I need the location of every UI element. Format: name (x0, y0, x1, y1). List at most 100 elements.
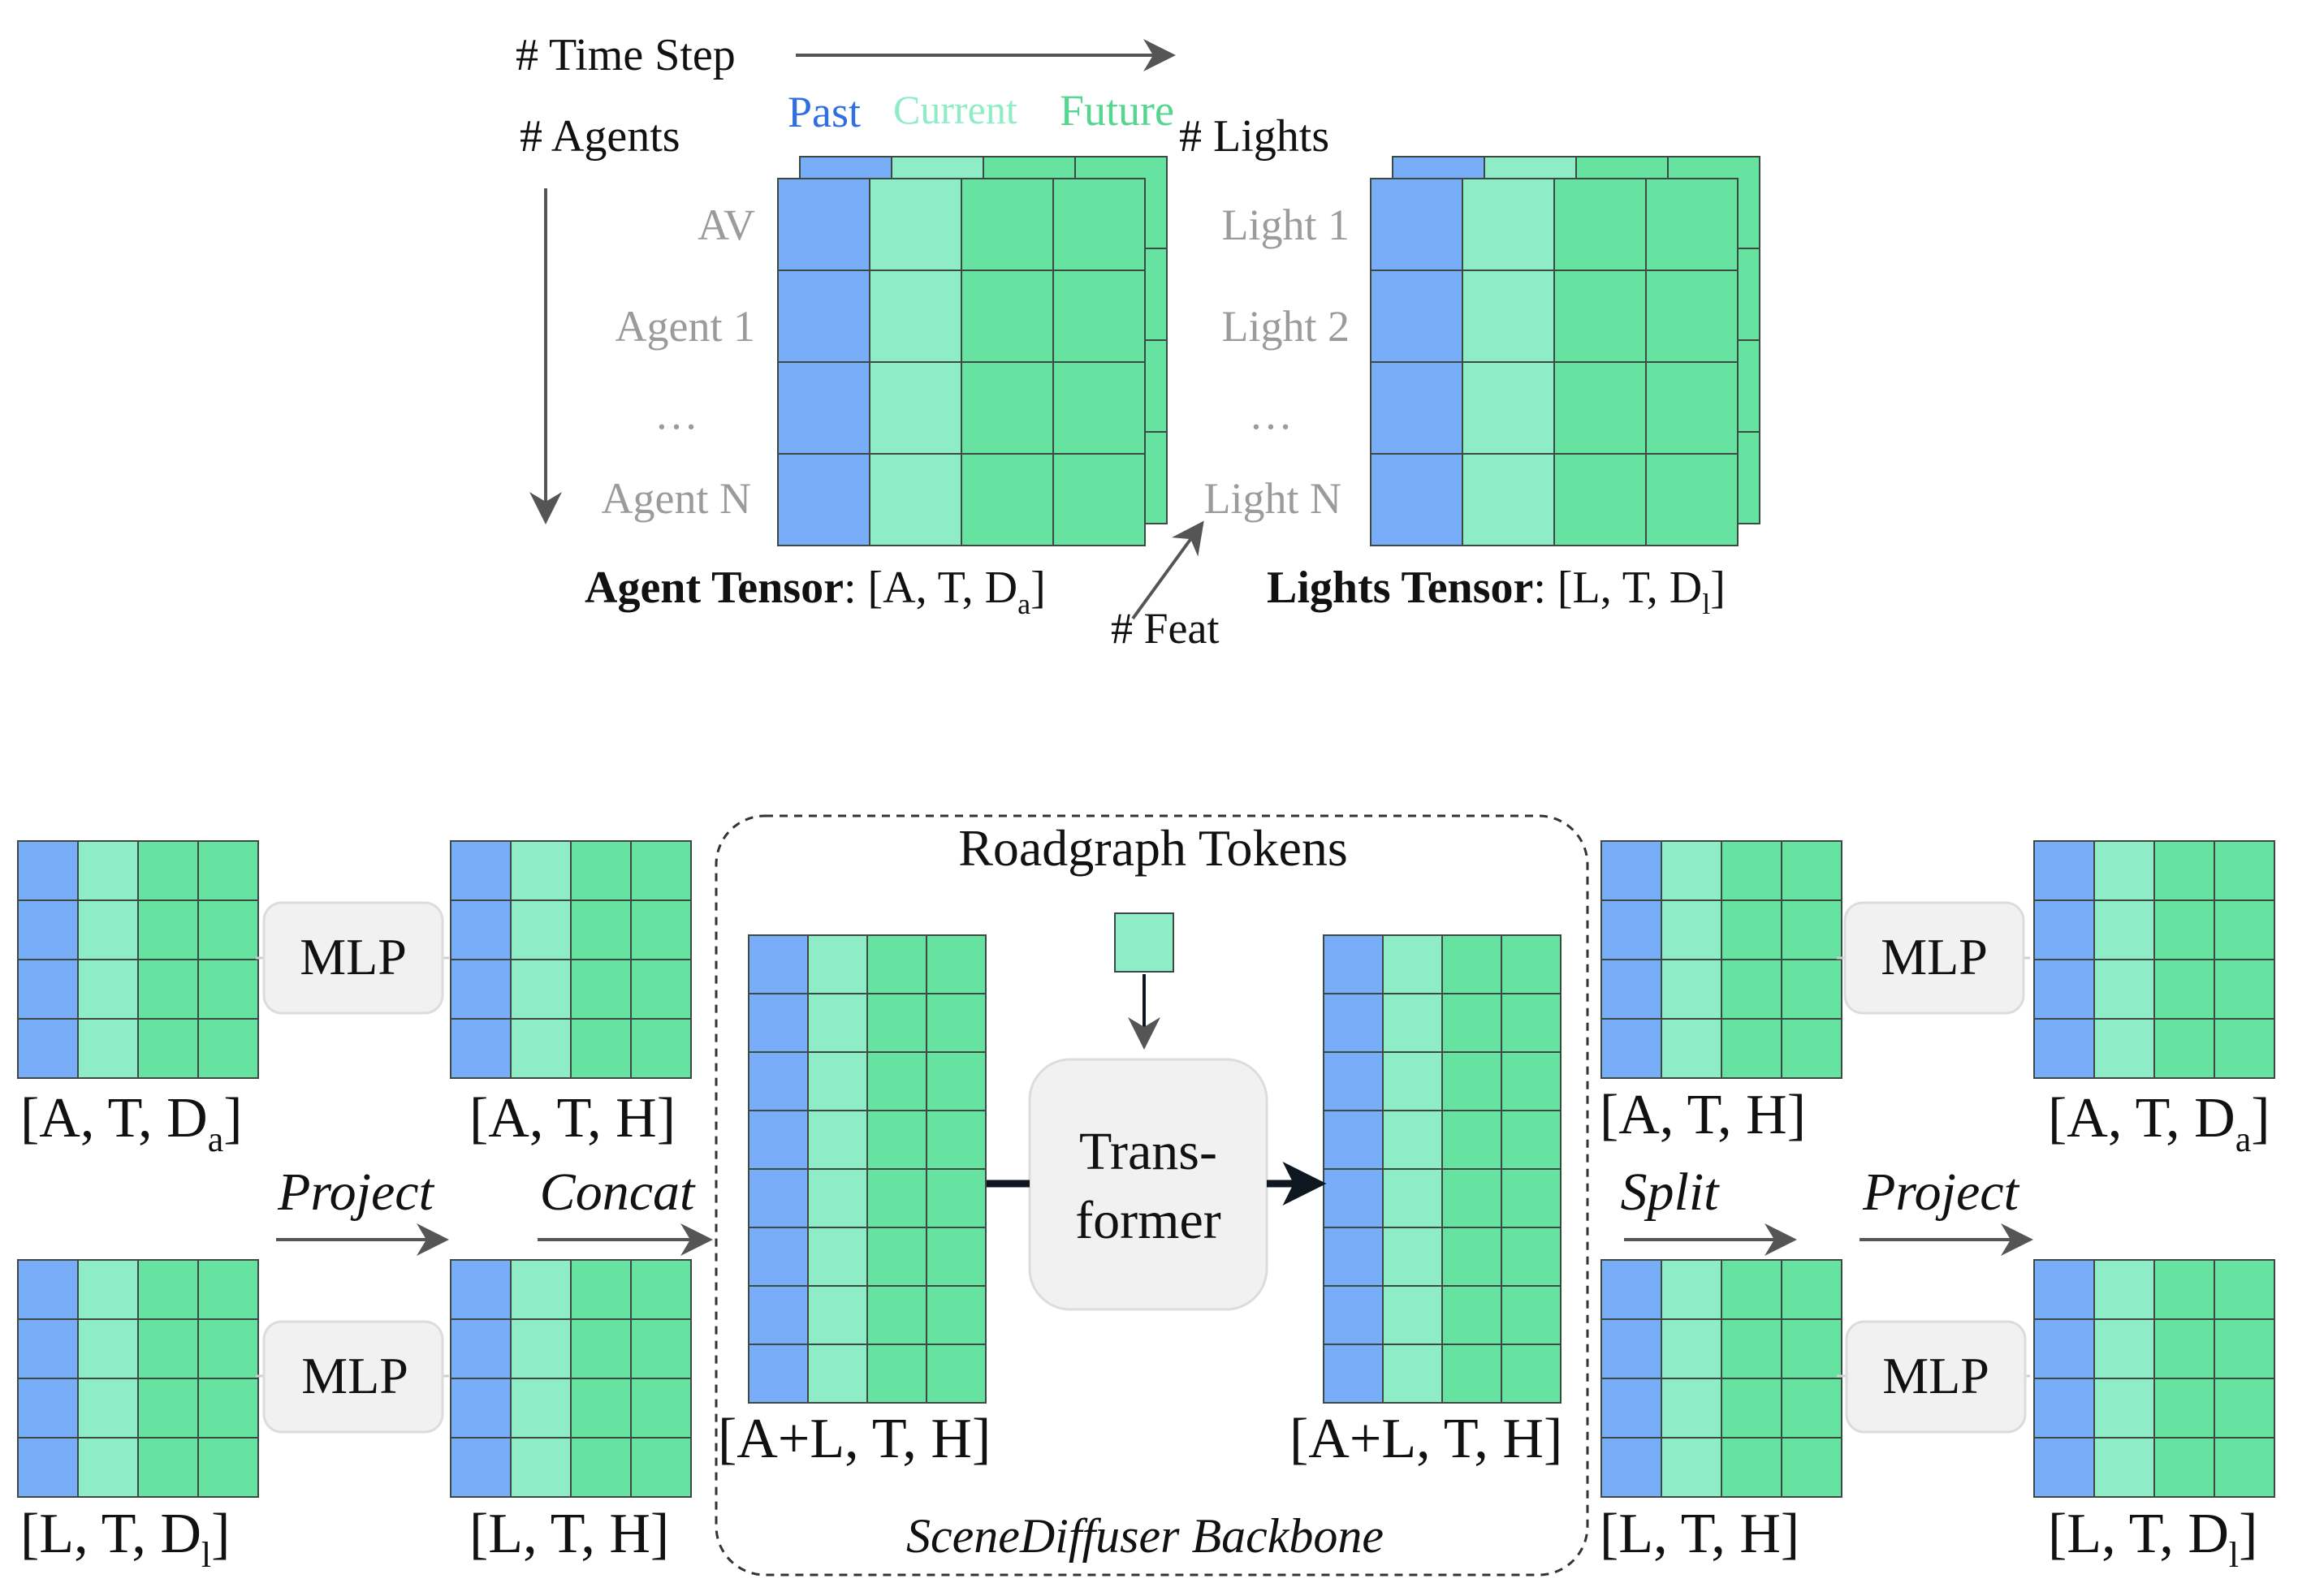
grid-cell (2093, 840, 2155, 901)
grid-cell (1462, 453, 1555, 546)
backbone-label: SceneDiffuser Backbone (906, 1509, 1384, 1563)
grid-alth-left (748, 934, 987, 1404)
grid-cell (1382, 1168, 1443, 1228)
legend-future: Future (1060, 86, 1174, 135)
grid-cell (1501, 1285, 1562, 1345)
dim-label-ltdl-left: [L, T, Dl] (20, 1503, 230, 1575)
grid-cell (2033, 840, 2095, 901)
grid-cell (1370, 178, 1463, 271)
agent-tensor (777, 156, 1168, 546)
grid-ltdl-right (2033, 1259, 2275, 1498)
grid-atda-right (2033, 840, 2275, 1079)
top-section: # Time Step # Agents Past Current Future… (516, 30, 1760, 653)
grid-cell (1721, 1437, 1782, 1498)
grid-cell (866, 1051, 927, 1111)
grid-cell (2093, 1318, 2155, 1379)
grid-cell (1661, 840, 1722, 901)
grid-cell (77, 1018, 139, 1079)
lights-tensor (1370, 156, 1760, 546)
agent-tensor-front-layer (777, 178, 1146, 546)
grid-cell (630, 1318, 692, 1379)
grid-cell (1382, 1344, 1443, 1404)
grid-cell (866, 1344, 927, 1404)
grid-cell (137, 1437, 199, 1498)
mlp-label: MLP (300, 928, 407, 986)
grid-cell (510, 1318, 572, 1379)
grid-cell (1382, 1227, 1443, 1287)
grid-cell (1553, 270, 1647, 363)
grid-cell (1382, 1285, 1443, 1345)
grid-ath-right (1600, 840, 1842, 1079)
grid-cell (1501, 1168, 1562, 1228)
grid-cell (1370, 453, 1463, 546)
grid-cell (197, 1018, 259, 1079)
grid-cell (1382, 1110, 1443, 1170)
grid-cell (2033, 1378, 2095, 1439)
legend-current: Current (893, 87, 1017, 132)
dim-label-alth-left: [A+L, T, H] (718, 1408, 991, 1470)
grid-cell (1501, 1344, 1562, 1404)
agent-tensor-caption: Agent Tensor: [A, T, Da] (585, 563, 1046, 620)
grid-cell (1441, 1285, 1502, 1345)
grid-cell (137, 1018, 199, 1079)
grid-ltdl-left (17, 1259, 259, 1498)
grid-cell (2093, 899, 2155, 960)
grid-cell (777, 178, 870, 271)
split-label: Split (1620, 1162, 1720, 1222)
grid-cell (570, 1259, 632, 1320)
dim-label-atda-left: [A, T, Da] (20, 1087, 243, 1159)
transformer-label-2: former (1075, 1191, 1221, 1250)
grid-cell (450, 959, 512, 1020)
mlp-block: MLP (262, 901, 444, 1015)
legend-past: Past (788, 88, 861, 136)
grid-cell (510, 1259, 572, 1320)
grid-cell (1382, 934, 1443, 994)
grid-cell (137, 1259, 199, 1320)
project-label-left: Project (277, 1162, 434, 1222)
grid-cell (1323, 1110, 1384, 1170)
lights-tensor-caption: Lights Tensor: [L, T, Dl] (1267, 563, 1726, 620)
grid-cell (748, 1168, 809, 1228)
grid-cell (1501, 1227, 1562, 1287)
light-row-label: Light 1 (1222, 201, 1350, 249)
grid-cell (866, 993, 927, 1053)
project-label-right: Project (1862, 1162, 2019, 1222)
grid-cell (1645, 178, 1739, 271)
grid-cell (1501, 1110, 1562, 1170)
grid-cell (961, 178, 1054, 271)
grid-cell (1441, 1227, 1502, 1287)
grid-cell (1600, 1437, 1662, 1498)
grid-cell (630, 1378, 692, 1439)
grid-cell (630, 840, 692, 901)
grid-cell (2033, 1318, 2095, 1379)
grid-cell (869, 270, 962, 363)
grid-lth-left (450, 1259, 692, 1498)
dim-label-ath-right: [A, T, H] (1600, 1084, 1806, 1146)
light-row-label: … (1249, 390, 1293, 438)
grid-cell (807, 993, 868, 1053)
grid-cell (1600, 1378, 1662, 1439)
grid-cell (777, 270, 870, 363)
grid-cell (2214, 840, 2275, 901)
grid-cell (450, 1018, 512, 1079)
grid-cell (2153, 959, 2215, 1020)
grid-cell (807, 1344, 868, 1404)
grid-cell (748, 1285, 809, 1345)
grid-cell (2093, 1437, 2155, 1498)
grid-cell (2214, 1437, 2275, 1498)
grid-cell (17, 899, 79, 960)
grid-cell (1370, 361, 1463, 455)
dim-label-atda-right: [A, T, Da] (2048, 1087, 2270, 1159)
grid-cell (748, 934, 809, 994)
grid-cell (1781, 1378, 1842, 1439)
dim-label-ltdl-right: [L, T, Dl] (2048, 1503, 2257, 1575)
grid-cell (2153, 1437, 2215, 1498)
grid-cell (1721, 1018, 1782, 1079)
grid-cell (1441, 1051, 1502, 1111)
lights-tensor-front-layer (1370, 178, 1739, 546)
grid-cell (1661, 959, 1722, 1020)
grid-cell (197, 840, 259, 901)
grid-cell (1781, 840, 1842, 901)
light-row-label: Light N (1204, 474, 1342, 523)
grid-cell (1661, 1018, 1722, 1079)
